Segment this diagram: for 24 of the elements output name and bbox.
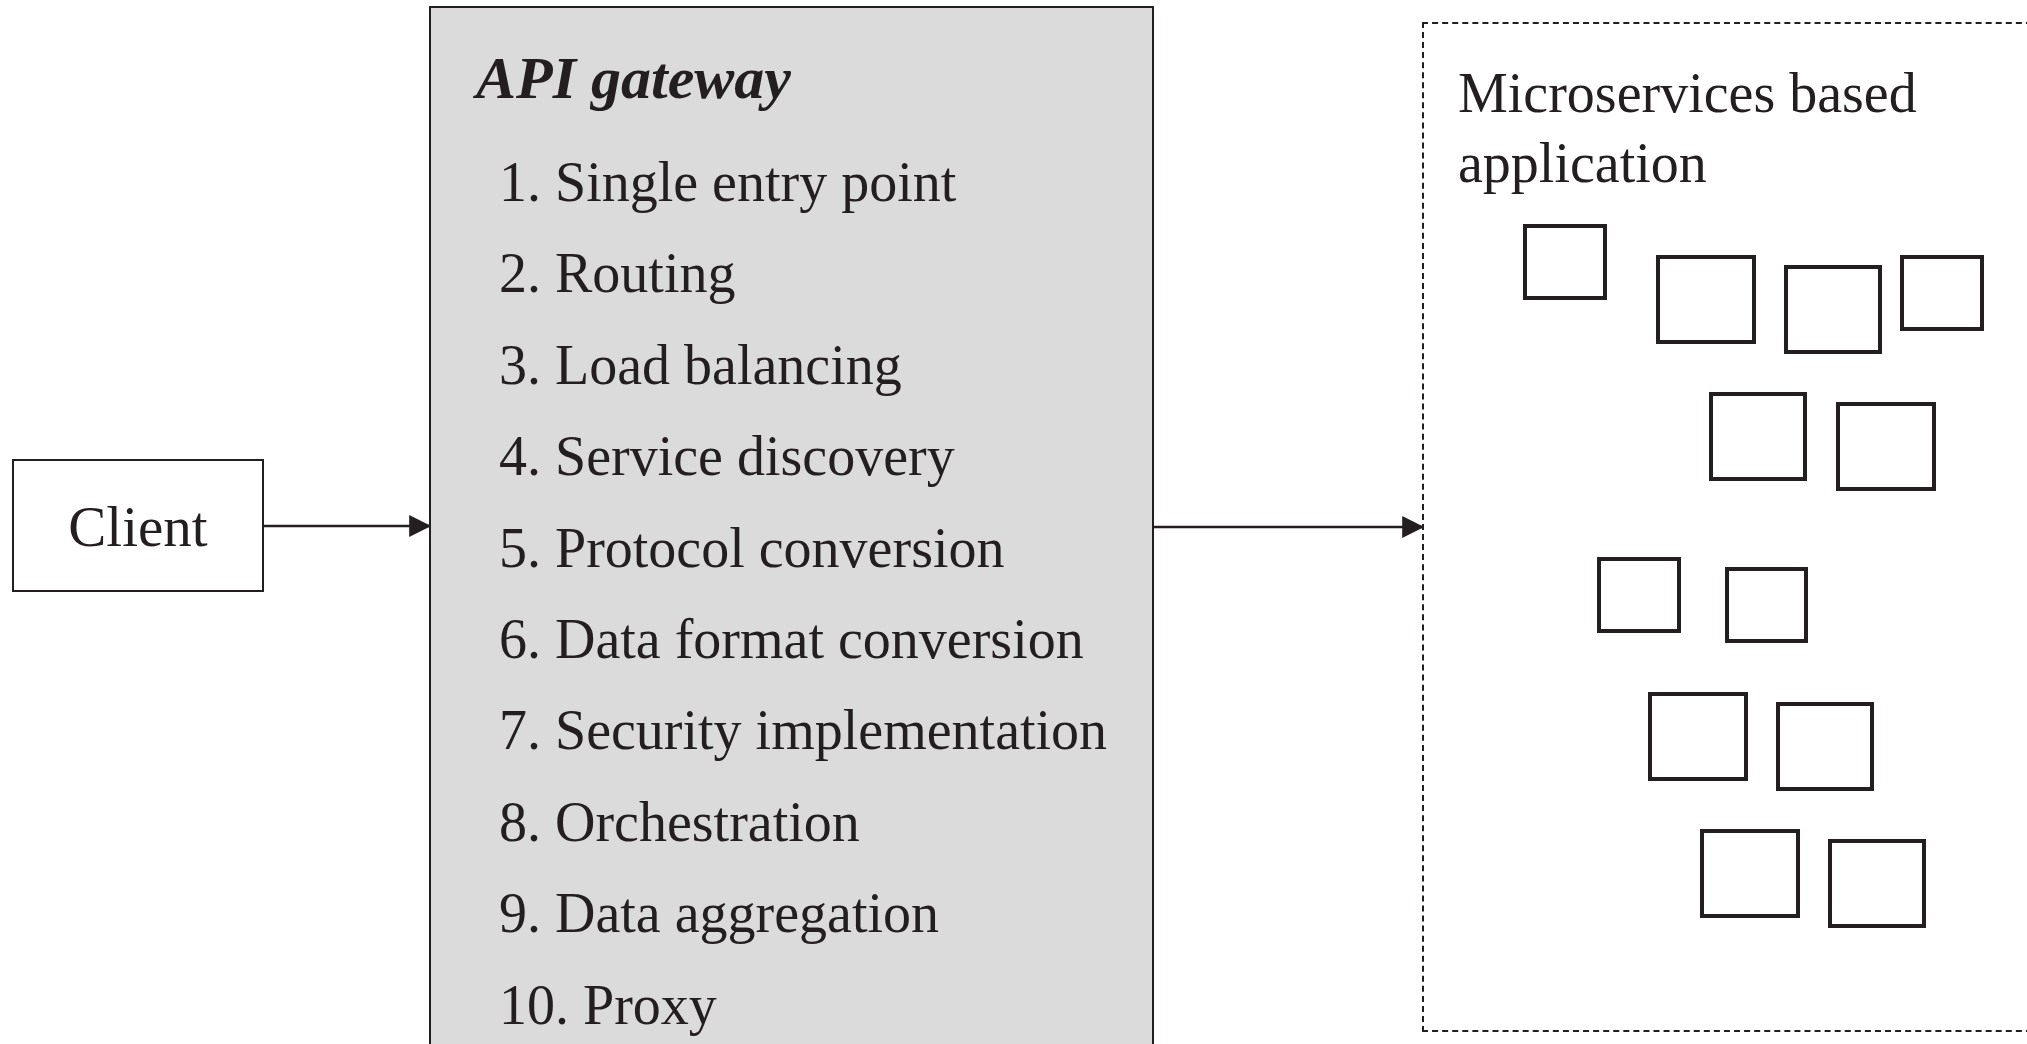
group-container — [1422, 22, 2027, 1032]
service-box — [1709, 392, 1807, 481]
list-item: 5. Protocol conversion — [499, 519, 1005, 576]
list-item: 2. Routing — [499, 245, 736, 302]
service-box — [1900, 255, 1984, 331]
service-box — [1700, 829, 1800, 918]
service-box — [1828, 839, 1926, 928]
service-box — [1656, 255, 1756, 344]
list-item: 8. Orchestration — [499, 793, 860, 850]
list-item: 9. Data aggregation — [499, 885, 940, 942]
service-box — [1725, 567, 1808, 643]
group-label: Microservices based application — [1458, 61, 1918, 196]
node-label: Client — [67, 493, 209, 558]
gateway-box — [429, 6, 1154, 1044]
service-box — [1784, 265, 1882, 354]
service-box — [1836, 402, 1936, 491]
service-box — [1776, 702, 1874, 791]
service-box — [1597, 557, 1681, 633]
process-box — [12, 459, 264, 592]
list-item: 4. Service discovery — [499, 428, 955, 485]
service-box — [1648, 692, 1748, 781]
service-box — [1523, 224, 1607, 300]
list-item: 7. Security implementation — [499, 702, 1108, 759]
list-item: 6. Data format conversion — [499, 611, 1084, 667]
